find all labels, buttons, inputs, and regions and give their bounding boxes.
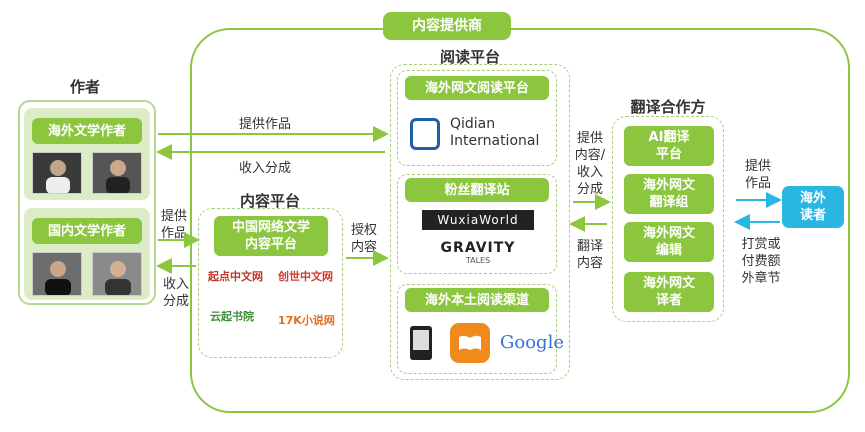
google-logo: Google — [500, 332, 564, 353]
local-channel-panel — [397, 284, 557, 374]
content-provider-frame — [190, 28, 850, 413]
kindle-icon — [410, 326, 432, 360]
flow-license: 授权 内容 — [350, 223, 377, 255]
content-platform-box: 中国网络文学 内容平台 — [214, 216, 328, 256]
17k-logo: 17K小说网 — [278, 314, 335, 327]
authors-group — [18, 100, 156, 305]
flow-provide-income: 提供 内容/ 收入 分成 — [574, 131, 606, 197]
wuxiaworld-text: WuxiaWorld — [437, 213, 519, 227]
author-photo — [92, 252, 142, 296]
overseas-reading-label: 海外网文阅读平台 — [405, 76, 549, 100]
translation-editor: 海外网文 编辑 — [624, 222, 714, 262]
flow-translate: 翻译 内容 — [576, 239, 603, 271]
flow-provide-works: 提供作品 — [238, 117, 291, 132]
content-platform-group — [198, 208, 343, 358]
authors-title: 作者 — [69, 78, 100, 96]
yunqi-logo: 云起书院 — [210, 310, 254, 323]
reading-platform-title: 阅读平台 — [439, 48, 500, 66]
translation-translator: 海外网文 译者 — [624, 272, 714, 312]
translation-group-item: 海外网文 翻译组 — [624, 174, 714, 214]
translation-title: 翻译合作方 — [630, 98, 706, 116]
overseas-reader: 海外 读者 — [782, 186, 844, 228]
flow-provide-works-2: 提供 作品 — [160, 209, 187, 241]
gravity-sub: TALES — [465, 256, 491, 265]
translation-ai: AI翻译 平台 — [624, 126, 714, 166]
translation-group — [612, 116, 724, 322]
fan-translation-panel — [397, 174, 557, 274]
content-provider-label: 内容提供商 — [383, 12, 511, 40]
author-photo — [92, 152, 142, 194]
gravity-tales-logo: GRAVITY TALES — [428, 240, 528, 270]
qidian-cn-logo: 起点中文网 — [208, 270, 263, 283]
overseas-author-label: 海外文学作者 — [32, 118, 142, 144]
flow-provide-works-3: 提供 作品 — [744, 159, 771, 191]
fan-translation-label: 粉丝翻译站 — [405, 178, 549, 202]
author-photo — [32, 152, 82, 194]
wuxiaworld-logo: WuxiaWorld — [422, 210, 534, 230]
qidian-line1: Qidian — [450, 116, 496, 132]
content-platform-title: 内容平台 — [239, 192, 300, 210]
flow-income-share-2: 收入 分成 — [162, 277, 189, 309]
gravity-text: GRAVITY — [440, 240, 516, 256]
chuangshi-logo: 创世中文网 — [278, 270, 333, 283]
flow-income-share: 收入分成 — [238, 161, 291, 176]
local-channel-label: 海外本土阅读渠道 — [405, 288, 549, 312]
qidian-international-logo: Qidian International — [410, 116, 550, 158]
overseas-reading-panel — [397, 70, 557, 166]
qidian-line2: International — [450, 133, 540, 149]
author-photo — [32, 252, 82, 296]
flow-tips: 打赏或 付费额 外章节 — [741, 237, 781, 286]
ibooks-icon — [450, 323, 490, 363]
domestic-author-label: 国内文学作者 — [32, 218, 142, 244]
